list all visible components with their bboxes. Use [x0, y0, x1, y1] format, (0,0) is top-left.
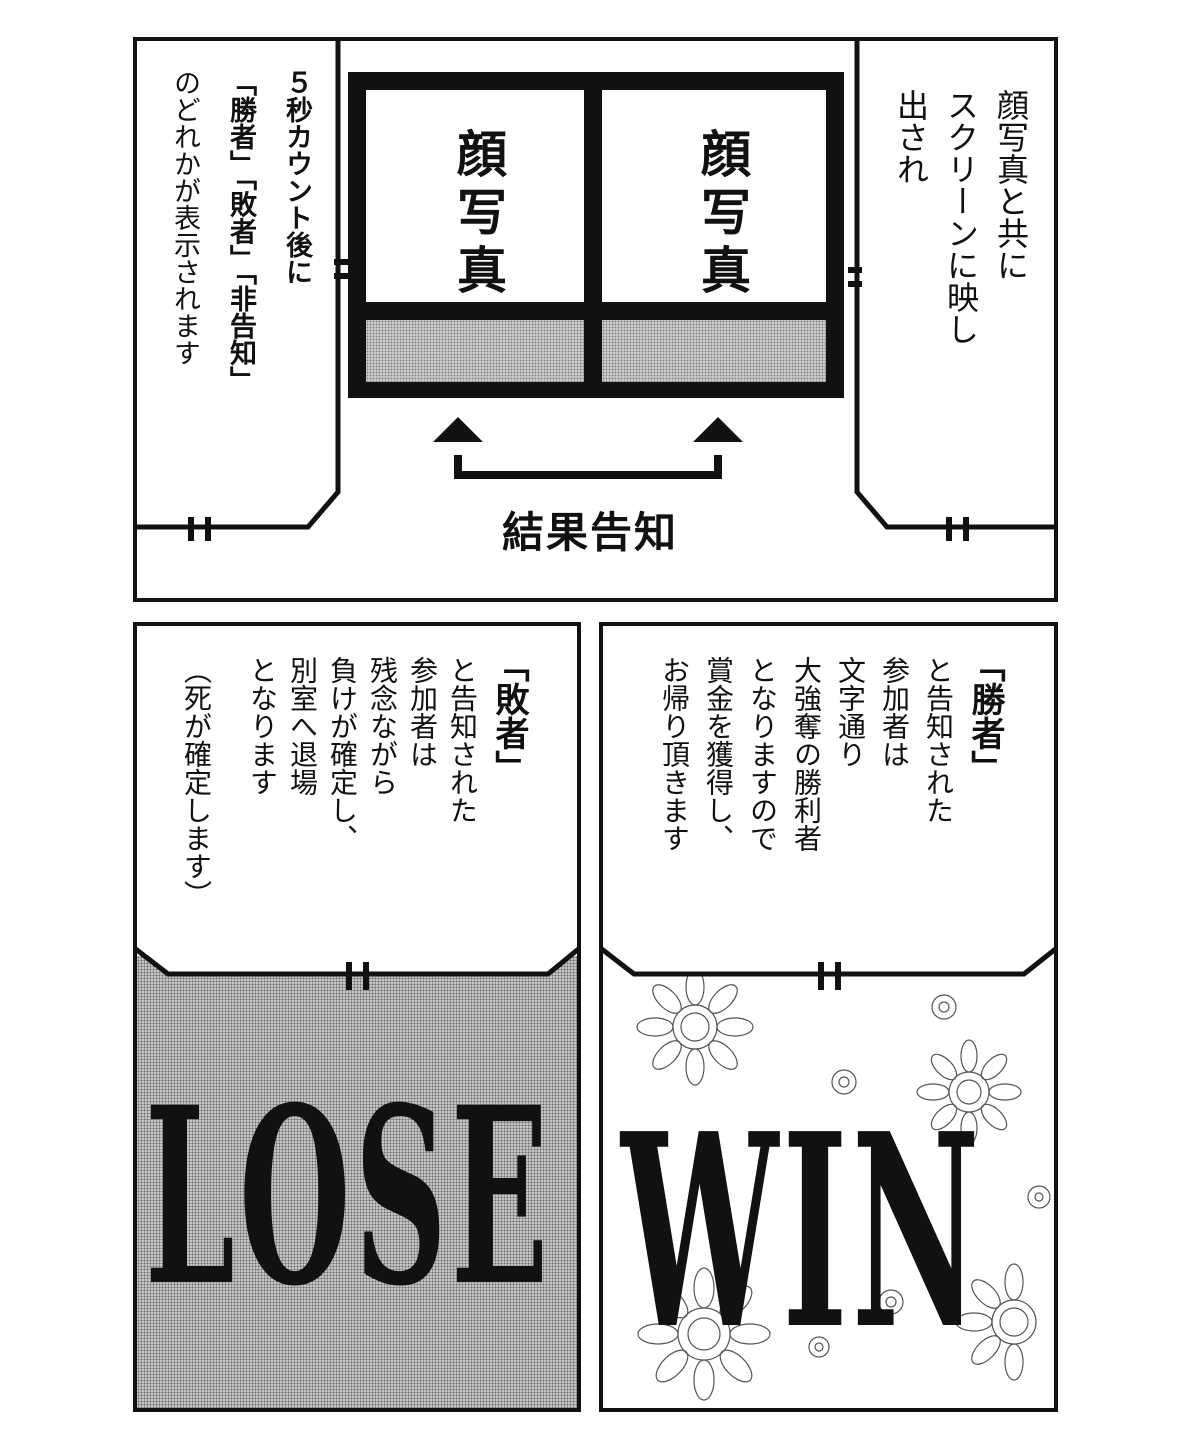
- win-big-text: WIN: [621, 1078, 984, 1390]
- win-caption-line6: 賞金を獲得し、: [702, 656, 735, 852]
- photo-slot-left: 顔写真: [366, 90, 584, 302]
- win-caption-line5: となりますので: [746, 656, 779, 852]
- lose-caption-line4: 負けが確定し、: [326, 656, 359, 852]
- right-caption-line3: 出され: [892, 89, 930, 185]
- lose-caption-line3: 残念ながら: [366, 656, 399, 796]
- result-screen: 顔写真 顔写真: [348, 72, 844, 398]
- lose-caption-line6: となります: [246, 656, 279, 796]
- nameplate-right: [602, 320, 826, 382]
- win-speech-bubble: [603, 626, 1054, 990]
- win-caption-line3: 文字通り: [834, 656, 867, 768]
- lose-tone-background: [137, 956, 577, 1408]
- lose-caption-line7: （死が確定します）: [180, 656, 213, 908]
- right-caption-line1: 顔写真と共に: [992, 89, 1030, 281]
- win-panel: 「勝者」 と告知された 参加者は 文字通り 大強奪の勝利者 となりますので 賞金…: [599, 622, 1058, 1412]
- lose-big-text: LOSE: [145, 1056, 553, 1341]
- lose-caption-heading: 「敗者」: [489, 648, 529, 784]
- win-sunflower-background: [636, 968, 1051, 1401]
- left-caption-line3: のどれかが表示されます: [169, 69, 200, 366]
- lose-caption-line2: 参加者は: [406, 656, 439, 768]
- win-caption-heading: 「勝者」: [965, 648, 1005, 784]
- result-announcement-label: 結果告知: [502, 508, 679, 557]
- right-caption-line2: スクリーンに映し: [942, 89, 980, 345]
- lose-caption-line1: と告知された: [446, 656, 479, 824]
- photo-label-left: 顔写真: [449, 128, 507, 302]
- win-caption-line7: お帰り頂きます: [658, 656, 691, 852]
- photo-slot-right: 顔写真: [602, 90, 826, 302]
- nameplate-left: [366, 320, 584, 382]
- left-caption-line1: ５秒カウント後に: [281, 69, 312, 285]
- lose-speech-bubble: [137, 626, 577, 990]
- left-caption-line2: 「勝者」「敗者」「非告知」: [225, 69, 256, 393]
- lose-panel: 「敗者」 と告知された 参加者は 残念ながら 負けが確定し、 別室へ退場 となり…: [133, 622, 581, 1412]
- win-caption-line1: と告知された: [922, 656, 955, 824]
- photo-label-right: 顔写真: [693, 128, 751, 302]
- lose-caption-line5: 別室へ退場: [286, 656, 319, 796]
- win-caption-line2: 参加者は: [878, 656, 911, 768]
- speech-bubble-outlines: [137, 41, 1054, 541]
- win-caption-line4: 大強奪の勝利者: [790, 656, 823, 852]
